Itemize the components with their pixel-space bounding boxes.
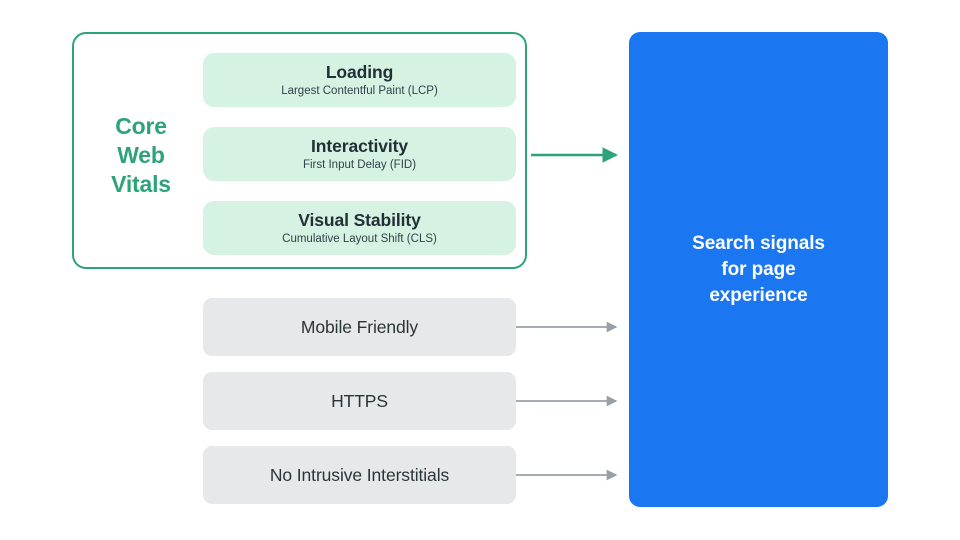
signal-card-mobile-friendly[interactable]: Mobile Friendly [203, 298, 516, 356]
vital-card-title: Loading [325, 61, 394, 82]
signal-card-title: No Intrusive Interstitials [269, 465, 450, 485]
vital-card-interactivity[interactable]: Interactivity First Input Delay (FID) [203, 127, 516, 181]
vital-card-subtitle: Cumulative Layout Shift (CLS) [282, 232, 437, 245]
vital-card-loading[interactable]: Loading Largest Contentful Paint (LCP) [203, 53, 516, 107]
vital-card-subtitle: First Input Delay (FID) [302, 158, 417, 171]
outcome-box-label: Search signals for page experience [692, 232, 825, 306]
core-web-vitals-label-line-1: Core [115, 113, 167, 139]
signal-card-title: Mobile Friendly [300, 317, 419, 337]
vital-card-subtitle: Largest Contentful Paint (LCP) [281, 84, 438, 97]
core-web-vitals-group-label: Core Web Vitals [86, 112, 196, 199]
signal-card-https[interactable]: HTTPS [203, 372, 516, 430]
core-web-vitals-label-line-2: Web [117, 142, 165, 168]
vital-card-title: Visual Stability [298, 209, 421, 230]
outcome-box-search-signals[interactable]: Search signals for page experience [629, 32, 888, 507]
vital-card-title: Interactivity [311, 135, 408, 156]
signal-card-title: HTTPS [331, 391, 388, 411]
core-web-vitals-label-line-3: Vitals [111, 171, 171, 197]
signal-card-no-intrusive-interstitials[interactable]: No Intrusive Interstitials [203, 446, 516, 504]
vital-card-visual-stability[interactable]: Visual Stability Cumulative Layout Shift… [203, 201, 516, 255]
